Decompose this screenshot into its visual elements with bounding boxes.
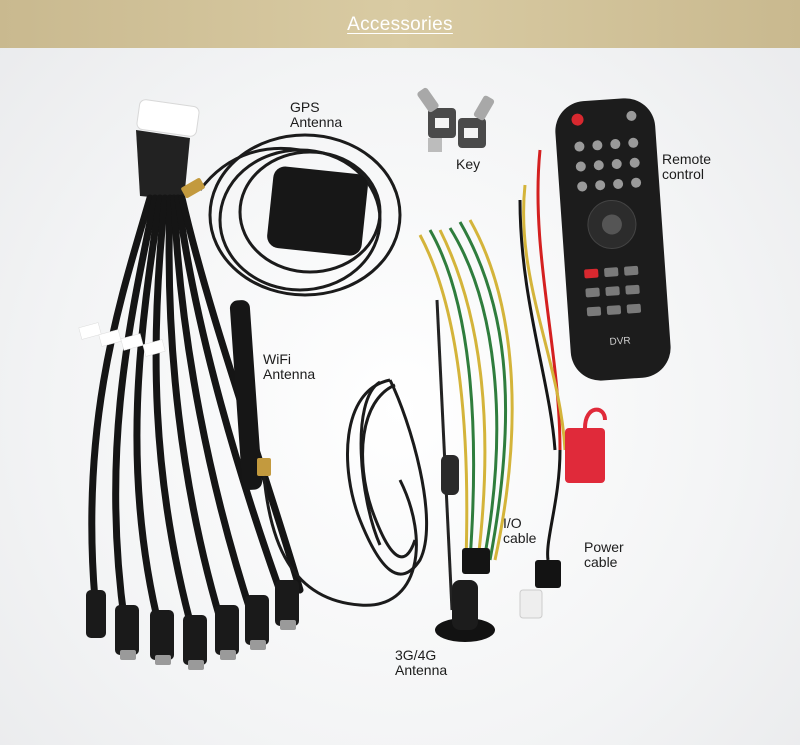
harness-white-plug (136, 99, 200, 137)
label-power-cable: Power cable (584, 539, 624, 570)
label-key: Key (456, 156, 481, 172)
wifi-antenna (229, 300, 418, 607)
power-cable (518, 149, 607, 619)
label-gps-antenna: GPS Antenna (290, 99, 343, 130)
gps-puck (267, 166, 368, 256)
gps-antenna (181, 133, 402, 297)
harness-connector-body (136, 130, 190, 200)
remote-model-label: DVR (609, 335, 631, 347)
keys (417, 87, 495, 152)
label-remote-control: Remote control (662, 151, 712, 182)
label-io-cable: I/O cable (503, 515, 537, 546)
label-wifi-antenna: WiFi Antenna (263, 351, 316, 382)
remote-control: DVR (555, 98, 671, 381)
antenna-4g (346, 299, 495, 642)
power-fuse-holder (565, 428, 605, 483)
power-button-icon (571, 113, 584, 126)
camera-harness (78, 99, 304, 670)
page-title: Accessories (347, 14, 453, 35)
gps-sma-connector (181, 178, 205, 198)
label-4g-antenna: 3G/4G Antenna (395, 647, 448, 678)
io-cable (418, 219, 514, 574)
header-banner: Accessories (0, 0, 800, 48)
enter-button-icon (601, 214, 622, 235)
